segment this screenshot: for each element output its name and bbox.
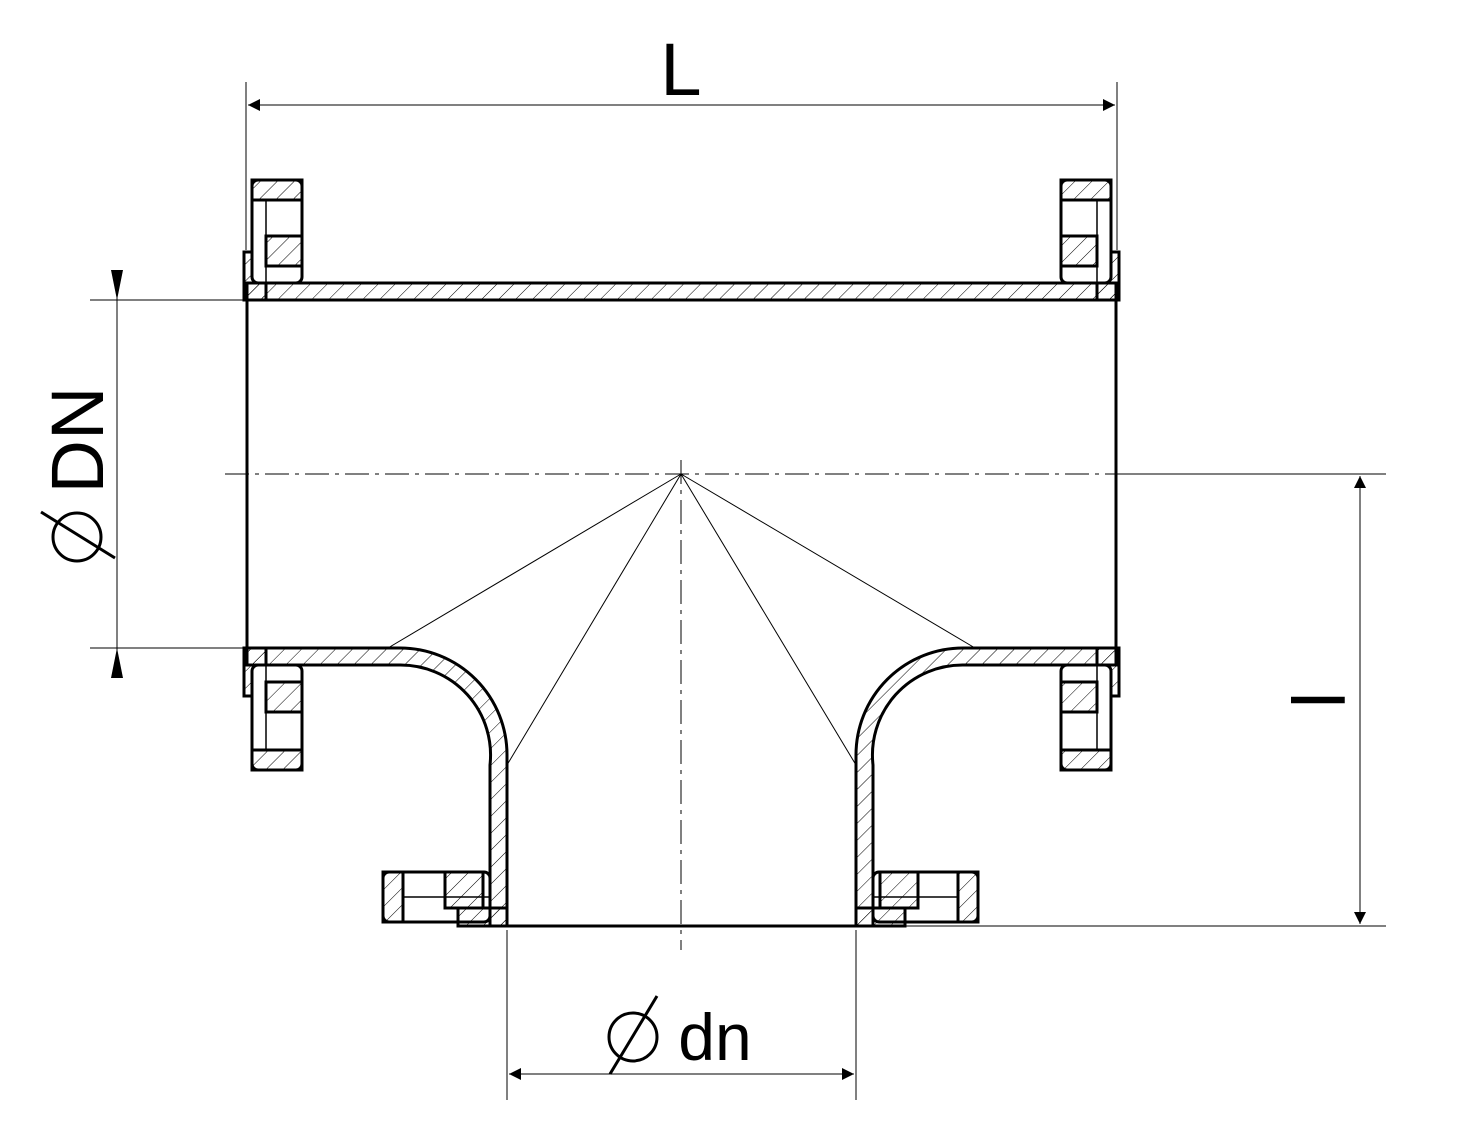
main-pipe-top-wall [245, 281, 1118, 302]
diameter-symbol-icon [607, 995, 659, 1075]
branch-flange-left [381, 870, 509, 928]
diameter-symbol-icon [40, 510, 116, 563]
dimension-label-DN: DN [36, 387, 119, 494]
dimension-label-L: L [660, 28, 701, 111]
dimension-DN: DN [36, 270, 244, 678]
construction-lines [387, 473, 976, 766]
flange-right [1059, 178, 1121, 772]
branch-flange-right [854, 870, 980, 928]
dimension-l: l [905, 473, 1386, 927]
center-lines [225, 460, 1140, 950]
dimension-label-dn: dn [678, 1000, 751, 1074]
dimension-dn: dn [506, 930, 857, 1100]
dimension-L: L [245, 28, 1118, 250]
dimension-label-l: l [1278, 692, 1361, 708]
flange-left [242, 178, 304, 772]
